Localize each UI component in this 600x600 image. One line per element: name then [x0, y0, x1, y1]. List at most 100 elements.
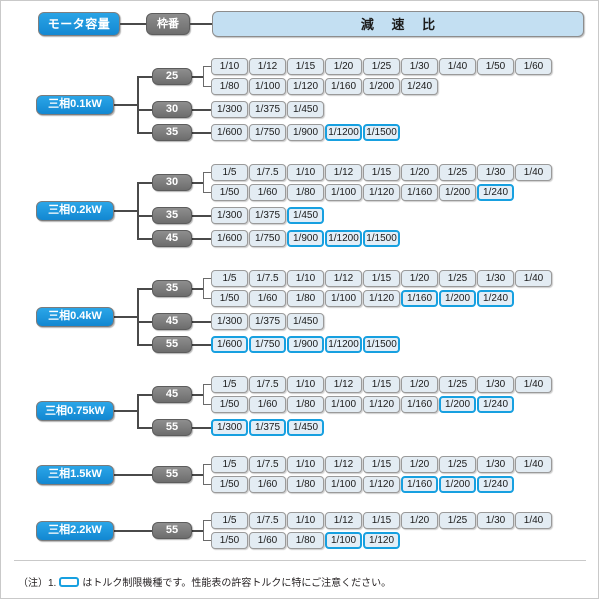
- ratio-chip[interactable]: 1/40: [515, 164, 552, 181]
- ratio-chip[interactable]: 1/30: [477, 512, 514, 529]
- ratio-chip[interactable]: 1/240: [401, 78, 438, 95]
- ratio-chip[interactable]: 1/900: [287, 124, 324, 141]
- ratio-chip[interactable]: 1/200: [363, 78, 400, 95]
- frame-size-box[interactable]: 35: [152, 207, 192, 224]
- ratio-chip[interactable]: 1/80: [287, 290, 324, 307]
- ratio-chip[interactable]: 1/20: [401, 512, 438, 529]
- ratio-chip[interactable]: 1/12: [325, 456, 362, 473]
- frame-size-box[interactable]: 55: [152, 466, 192, 483]
- ratio-chip[interactable]: 1/50: [211, 396, 248, 413]
- ratio-chip[interactable]: 1/450: [287, 101, 324, 118]
- ratio-chip[interactable]: 1/30: [401, 58, 438, 75]
- ratio-chip[interactable]: 1/15: [363, 376, 400, 393]
- ratio-chip[interactable]: 1/20: [401, 164, 438, 181]
- ratio-chip[interactable]: 1/20: [325, 58, 362, 75]
- ratio-chip[interactable]: 1/50: [211, 290, 248, 307]
- ratio-chip[interactable]: 1/450: [287, 207, 324, 224]
- ratio-chip[interactable]: 1/12: [249, 58, 286, 75]
- ratio-chip[interactable]: 1/300: [211, 313, 248, 330]
- ratio-chip[interactable]: 1/450: [287, 419, 324, 436]
- ratio-chip[interactable]: 1/10: [211, 58, 248, 75]
- ratio-chip[interactable]: 1/50: [211, 532, 248, 549]
- ratio-chip[interactable]: 1/600: [211, 230, 248, 247]
- ratio-chip[interactable]: 1/7.5: [249, 456, 286, 473]
- ratio-chip[interactable]: 1/200: [439, 476, 476, 493]
- ratio-chip[interactable]: 1/20: [401, 270, 438, 287]
- motor-capacity-box[interactable]: 三相0.4kW: [36, 306, 114, 327]
- ratio-chip[interactable]: 1/30: [477, 456, 514, 473]
- ratio-chip[interactable]: 1/100: [325, 184, 362, 201]
- ratio-chip[interactable]: 1/25: [439, 456, 476, 473]
- ratio-chip[interactable]: 1/375: [249, 101, 286, 118]
- ratio-chip[interactable]: 1/15: [363, 512, 400, 529]
- ratio-chip[interactable]: 1/5: [211, 456, 248, 473]
- motor-capacity-box[interactable]: 三相0.1kW: [36, 94, 114, 115]
- ratio-chip[interactable]: 1/20: [401, 376, 438, 393]
- ratio-chip[interactable]: 1/300: [211, 207, 248, 224]
- frame-size-box[interactable]: 45: [152, 386, 192, 403]
- ratio-chip[interactable]: 1/60: [515, 58, 552, 75]
- ratio-chip[interactable]: 1/80: [287, 476, 324, 493]
- ratio-chip[interactable]: 1/1500: [363, 230, 400, 247]
- ratio-chip[interactable]: 1/120: [363, 290, 400, 307]
- ratio-chip[interactable]: 1/375: [249, 419, 286, 436]
- frame-size-box[interactable]: 55: [152, 336, 192, 353]
- frame-size-box[interactable]: 30: [152, 101, 192, 118]
- ratio-chip[interactable]: 1/7.5: [249, 164, 286, 181]
- ratio-chip[interactable]: 1/1500: [363, 336, 400, 353]
- ratio-chip[interactable]: 1/25: [439, 376, 476, 393]
- ratio-chip[interactable]: 1/240: [477, 396, 514, 413]
- ratio-chip[interactable]: 1/60: [249, 184, 286, 201]
- ratio-chip[interactable]: 1/5: [211, 164, 248, 181]
- ratio-chip[interactable]: 1/100: [325, 532, 362, 549]
- ratio-chip[interactable]: 1/10: [287, 164, 324, 181]
- ratio-chip[interactable]: 1/20: [401, 456, 438, 473]
- ratio-chip[interactable]: 1/25: [439, 512, 476, 529]
- ratio-chip[interactable]: 1/450: [287, 313, 324, 330]
- frame-size-box[interactable]: 35: [152, 124, 192, 141]
- ratio-chip[interactable]: 1/7.5: [249, 512, 286, 529]
- ratio-chip[interactable]: 1/30: [477, 270, 514, 287]
- frame-size-box[interactable]: 55: [152, 419, 192, 436]
- frame-size-box[interactable]: 35: [152, 280, 192, 297]
- ratio-chip[interactable]: 1/12: [325, 164, 362, 181]
- ratio-chip[interactable]: 1/200: [439, 290, 476, 307]
- ratio-chip[interactable]: 1/120: [287, 78, 324, 95]
- ratio-chip[interactable]: 1/60: [249, 532, 286, 549]
- ratio-chip[interactable]: 1/300: [211, 101, 248, 118]
- ratio-chip[interactable]: 1/100: [325, 290, 362, 307]
- ratio-chip[interactable]: 1/30: [477, 376, 514, 393]
- frame-size-box[interactable]: 30: [152, 174, 192, 191]
- ratio-chip[interactable]: 1/80: [287, 532, 324, 549]
- ratio-chip[interactable]: 1/60: [249, 476, 286, 493]
- ratio-chip[interactable]: 1/900: [287, 230, 324, 247]
- ratio-chip[interactable]: 1/12: [325, 512, 362, 529]
- ratio-chip[interactable]: 1/750: [249, 124, 286, 141]
- ratio-chip[interactable]: 1/12: [325, 376, 362, 393]
- ratio-chip[interactable]: 1/15: [363, 456, 400, 473]
- ratio-chip[interactable]: 1/5: [211, 270, 248, 287]
- ratio-chip[interactable]: 1/375: [249, 313, 286, 330]
- ratio-chip[interactable]: 1/160: [401, 476, 438, 493]
- ratio-chip[interactable]: 1/15: [363, 164, 400, 181]
- ratio-chip[interactable]: 1/120: [363, 396, 400, 413]
- ratio-chip[interactable]: 1/15: [287, 58, 324, 75]
- ratio-chip[interactable]: 1/25: [439, 164, 476, 181]
- ratio-chip[interactable]: 1/1200: [325, 124, 362, 141]
- ratio-chip[interactable]: 1/40: [515, 376, 552, 393]
- ratio-chip[interactable]: 1/50: [211, 184, 248, 201]
- ratio-chip[interactable]: 1/50: [477, 58, 514, 75]
- ratio-chip[interactable]: 1/50: [211, 476, 248, 493]
- ratio-chip[interactable]: 1/12: [325, 270, 362, 287]
- ratio-chip[interactable]: 1/15: [363, 270, 400, 287]
- ratio-chip[interactable]: 1/240: [477, 476, 514, 493]
- ratio-chip[interactable]: 1/10: [287, 512, 324, 529]
- ratio-chip[interactable]: 1/60: [249, 290, 286, 307]
- motor-capacity-box[interactable]: 三相1.5kW: [36, 464, 114, 485]
- ratio-chip[interactable]: 1/120: [363, 476, 400, 493]
- ratio-chip[interactable]: 1/7.5: [249, 270, 286, 287]
- ratio-chip[interactable]: 1/100: [249, 78, 286, 95]
- ratio-chip[interactable]: 1/40: [515, 512, 552, 529]
- motor-capacity-box[interactable]: 三相2.2kW: [36, 520, 114, 541]
- ratio-chip[interactable]: 1/10: [287, 376, 324, 393]
